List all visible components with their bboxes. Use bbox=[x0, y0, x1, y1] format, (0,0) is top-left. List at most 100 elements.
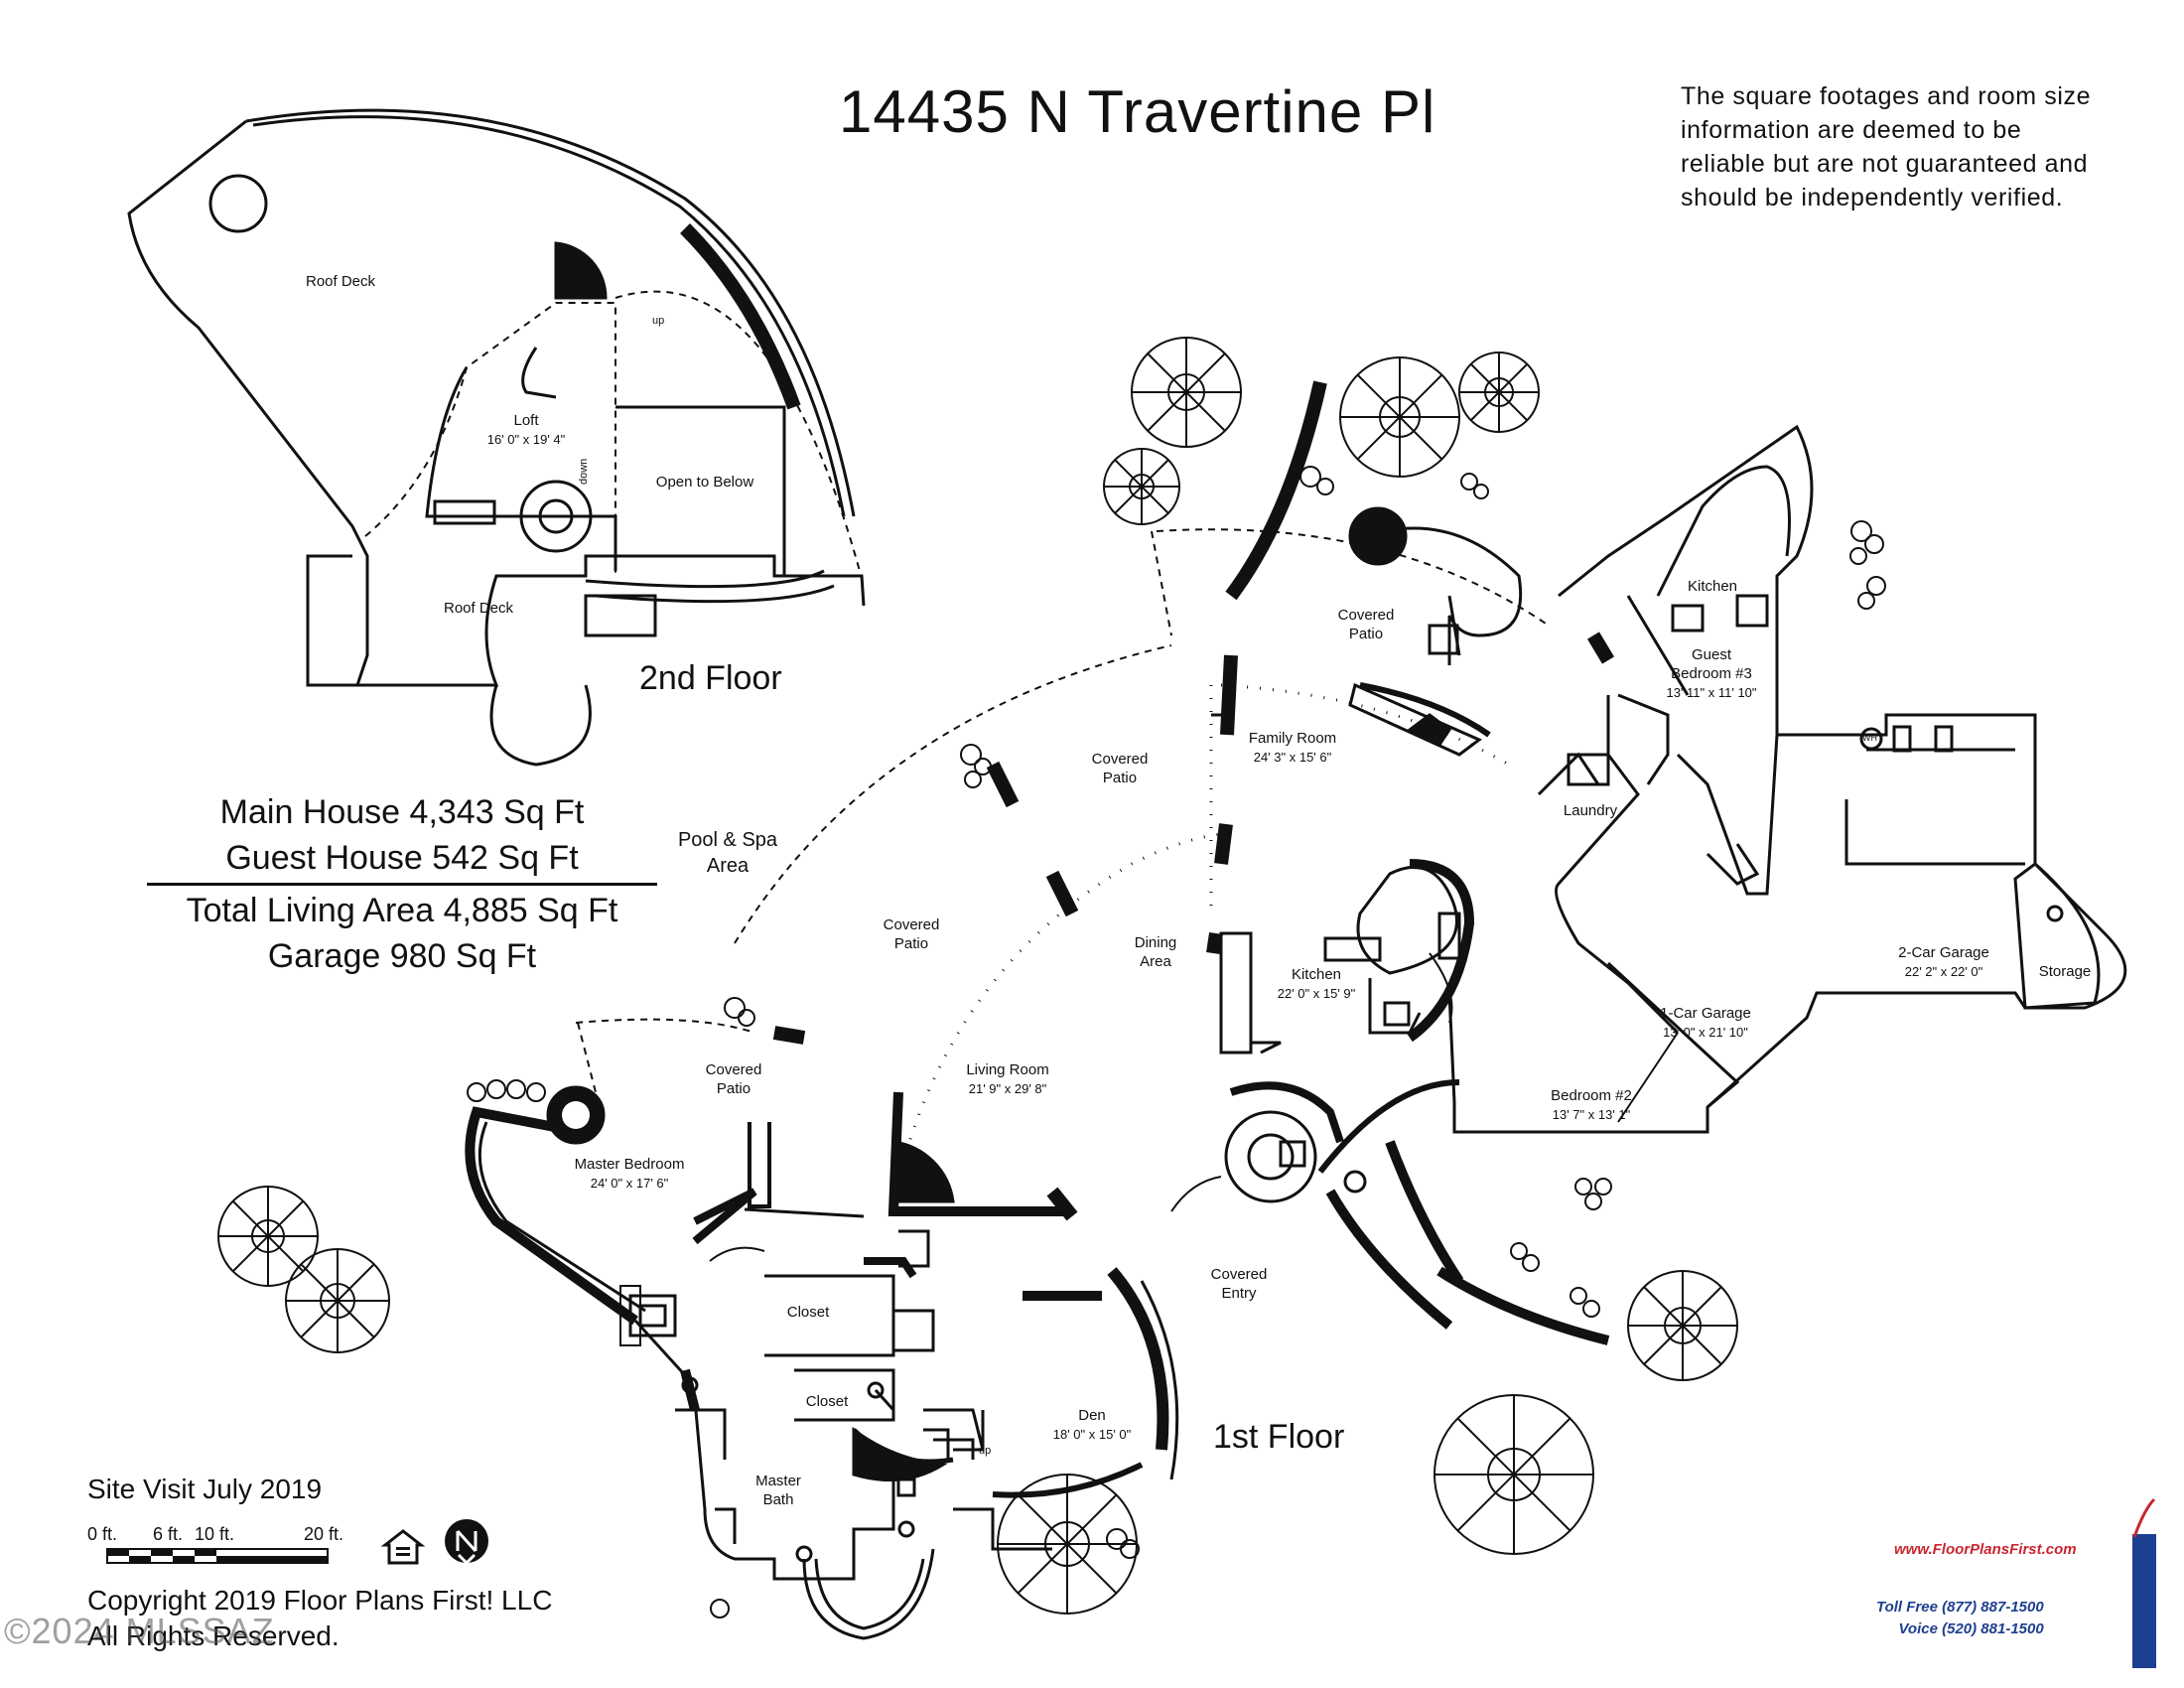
bedroom-2-dimensions: 13' 7" x 13' 1" bbox=[1552, 1107, 1631, 1122]
covered-entry-label: Covered Entry bbox=[1211, 1265, 1268, 1303]
garage-area: Garage 980 Sq Ft bbox=[267, 937, 537, 975]
disclaimer-line: The square footages and room size bbox=[1681, 82, 2092, 110]
first-floor-label: 1st Floor bbox=[1213, 1418, 1345, 1456]
laundry-label: Laundry bbox=[1563, 802, 1618, 819]
copyright-line2: All Rights Reserved. bbox=[87, 1620, 340, 1651]
scale-label-6: 6 ft. bbox=[153, 1524, 184, 1544]
loft-dimensions: 16' 0" x 19' 4" bbox=[486, 432, 566, 447]
family-room-label: Family Room 24' 3" x 15' 6" bbox=[1249, 729, 1336, 767]
living-room-label: Living Room 21' 9" x 29' 8" bbox=[966, 1060, 1048, 1098]
bedroom-2-label: Bedroom #2 13' 7" x 13' 1" bbox=[1551, 1086, 1632, 1124]
covered-patio-line1: Covered bbox=[883, 916, 940, 933]
den-dimensions: 18' 0" x 15' 0" bbox=[1052, 1427, 1132, 1442]
covered-patio-master-label: Covered Patio bbox=[706, 1060, 762, 1098]
copyright-notice: Copyright 2019 Floor Plans First! LLC Al… bbox=[87, 1583, 552, 1654]
stair-up-label: up bbox=[652, 315, 665, 327]
roof-deck-column bbox=[208, 174, 268, 233]
second-floor-plan bbox=[127, 108, 866, 767]
area-summary: Main House 4,343 Sq Ft Guest House 542 S… bbox=[139, 789, 665, 979]
covered-patio-left-label: Covered Patio bbox=[884, 915, 940, 953]
scale-bar bbox=[106, 1548, 329, 1564]
den-name: Den bbox=[1078, 1407, 1106, 1424]
main-house-area: Main House 4,343 Sq Ft bbox=[219, 793, 585, 831]
covered-patio-line2: Patio bbox=[1102, 770, 1138, 786]
covered-patio-line2: Patio bbox=[716, 1080, 751, 1097]
master-bedroom-dimensions: 24' 0" x 17' 6" bbox=[590, 1176, 669, 1191]
area-divider bbox=[147, 883, 657, 886]
guest-house-area: Guest House 542 Sq Ft bbox=[225, 839, 579, 877]
north-arrow-icon bbox=[445, 1519, 488, 1566]
two-car-garage-label: 2-Car Garage 22' 2" x 22' 0" bbox=[1898, 943, 1989, 981]
property-address-title: 14435 N Travertine Pl bbox=[839, 78, 1436, 145]
master-bedroom-label: Master Bedroom 24' 0" x 17' 6" bbox=[575, 1155, 685, 1193]
pool-spa-line1: Pool & Spa bbox=[677, 829, 778, 851]
brand-website-link[interactable]: www.FloorPlansFirst.com bbox=[1894, 1541, 2077, 1558]
site-visit-note: Site Visit July 2019 bbox=[87, 1474, 323, 1504]
brand-contact: Toll Free (877) 887-1500 Voice (520) 881… bbox=[1876, 1597, 2044, 1640]
bedroom-2-name: Bedroom #2 bbox=[1551, 1087, 1632, 1104]
covered-patio-line1: Covered bbox=[705, 1061, 762, 1078]
covered-patio-top-label: Covered Patio bbox=[1338, 606, 1395, 643]
master-bath-line2: Bath bbox=[762, 1491, 794, 1508]
covered-patio-line2: Patio bbox=[893, 935, 929, 952]
disclaimer-line: information are deemed to be bbox=[1681, 116, 2022, 144]
kitchen-label: Kitchen 22' 0" x 15' 9" bbox=[1278, 965, 1356, 1003]
landscape-trees bbox=[217, 337, 1738, 1615]
roof-deck-top-label: Roof Deck bbox=[305, 273, 376, 290]
master-bedroom-name: Master Bedroom bbox=[574, 1156, 685, 1173]
living-room-dimensions: 21' 9" x 29' 8" bbox=[968, 1081, 1047, 1096]
guest-kitchen-label: Kitchen bbox=[1687, 578, 1738, 595]
covered-patio-line1: Covered bbox=[1337, 607, 1395, 624]
stair-up-label-lower: up bbox=[979, 1445, 992, 1457]
dining-line1: Dining bbox=[1134, 934, 1177, 951]
brand-tagline: Floor Plans First! See the Floor Plan Fi… bbox=[2134, 1666, 2135, 1667]
second-floor-label: 2nd Floor bbox=[639, 659, 782, 697]
guest-bedroom-dimensions: 13' 11" x 11' 10" bbox=[1666, 685, 1757, 700]
master-bath-label: Master Bath bbox=[755, 1472, 801, 1509]
voice-number: Voice (520) 881-1500 bbox=[1898, 1620, 2044, 1637]
water-heater-label: WH bbox=[1862, 733, 1877, 743]
disclaimer-line: reliable but are not guaranteed and bbox=[1681, 150, 2089, 178]
disclaimer-note: The square footages and room size inform… bbox=[1681, 79, 2091, 214]
den-label: Den 18' 0" x 15' 0" bbox=[1053, 1406, 1132, 1444]
kitchen-name: Kitchen bbox=[1291, 966, 1342, 983]
pool-spa-line2: Area bbox=[706, 855, 750, 877]
loft-name: Loft bbox=[513, 412, 539, 429]
one-car-garage-label: 1-Car Garage 13' 0" x 21' 10" bbox=[1660, 1004, 1751, 1042]
two-car-garage-dimensions: 22' 2" x 22' 0" bbox=[1904, 964, 1983, 979]
scale-label-10: 10 ft. bbox=[195, 1524, 235, 1544]
two-car-garage-name: 2-Car Garage bbox=[1898, 944, 1989, 961]
covered-patio-line2: Patio bbox=[1348, 626, 1384, 642]
disclaimer-line: should be independently verified. bbox=[1681, 184, 2064, 211]
guest-bedroom-label: Guest Bedroom #3 13' 11" x 11' 10" bbox=[1666, 645, 1756, 702]
covered-entry-line1: Covered bbox=[1210, 1266, 1268, 1283]
guest-bedroom-line1: Guest bbox=[1691, 646, 1732, 663]
master-bath-line1: Master bbox=[755, 1473, 801, 1489]
toll-free-number: Toll Free (877) 887-1500 bbox=[1876, 1599, 2044, 1616]
family-room-dimensions: 24' 3" x 15' 6" bbox=[1253, 750, 1332, 765]
living-room-name: Living Room bbox=[966, 1061, 1049, 1078]
mls-watermark: ©2024 MLSSAZ bbox=[4, 1611, 275, 1651]
scale-label-0: 0 ft. bbox=[87, 1524, 118, 1544]
dining-line2: Area bbox=[1140, 953, 1171, 970]
one-car-garage-dimensions: 13' 0" x 21' 10" bbox=[1663, 1025, 1748, 1040]
stair-down-label: down bbox=[578, 458, 590, 485]
equal-housing-icon bbox=[380, 1529, 426, 1565]
scale-label-20: 20 ft. bbox=[304, 1524, 344, 1544]
covered-patio-mid-label: Covered Patio bbox=[1092, 750, 1149, 787]
copyright-line1: Copyright 2019 Floor Plans First! LLC bbox=[87, 1585, 553, 1616]
total-living-area: Total Living Area 4,885 Sq Ft bbox=[186, 892, 618, 929]
guest-bedroom-line2: Bedroom #3 bbox=[1671, 665, 1752, 682]
closet-2-label: Closet bbox=[805, 1393, 849, 1410]
landscape-shrubs bbox=[467, 466, 1886, 1618]
one-car-garage-name: 1-Car Garage bbox=[1660, 1005, 1751, 1022]
dining-area-label: Dining Area bbox=[1135, 933, 1177, 971]
kitchen-dimensions: 22' 0" x 15' 9" bbox=[1277, 986, 1356, 1001]
family-room-name: Family Room bbox=[1248, 730, 1337, 747]
roof-deck-bottom-label: Roof Deck bbox=[443, 600, 514, 617]
brand-logo bbox=[2132, 1497, 2156, 1668]
covered-patio-line1: Covered bbox=[1091, 751, 1149, 768]
closet-1-label: Closet bbox=[786, 1304, 830, 1321]
